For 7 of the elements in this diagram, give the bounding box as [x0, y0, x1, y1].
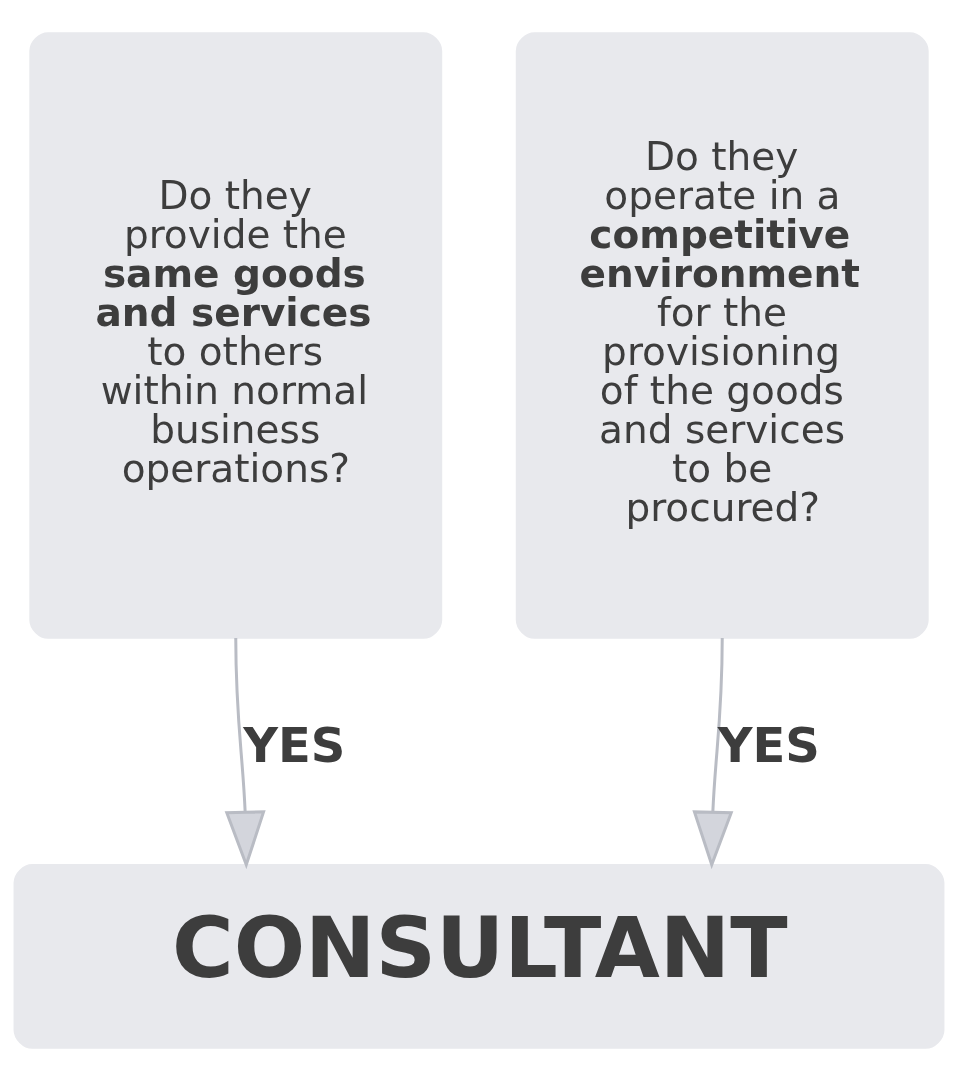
edge-label: YES	[243, 716, 346, 773]
node-box: Do they provide the same goods and services to others within normal business operations?	[29, 31, 443, 639]
node-box: Do they operate in a competitive environment for the provisioning of the goods and services to be procured?	[515, 31, 929, 639]
edge-label: YES	[717, 716, 820, 773]
node-box: CONSULTANT	[13, 863, 945, 1049]
arrow	[224, 637, 266, 869]
arrow	[692, 637, 734, 869]
